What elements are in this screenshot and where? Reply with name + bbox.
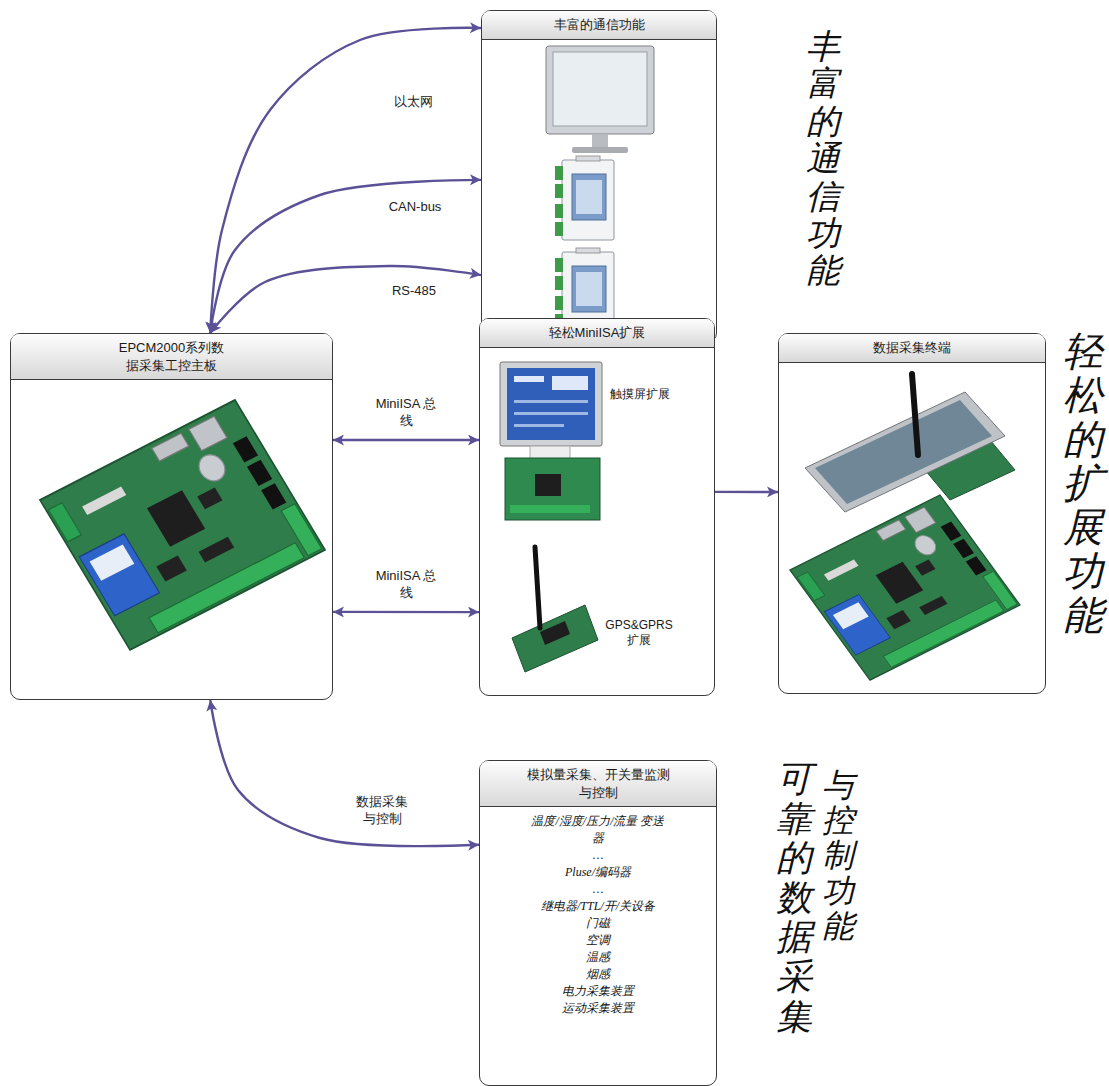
terminal-picture: [912, 374, 918, 455]
connector-arrow: [210, 700, 479, 846]
edge-label: 以太网: [385, 94, 441, 111]
touchscreen-picture: [514, 412, 588, 415]
touchscreen-picture: [514, 400, 588, 403]
monitor-icon: [546, 46, 654, 153]
part-label: 触摸屏扩展: [610, 386, 680, 403]
panel-title: EPCM2000系列数据采集工控主板: [116, 339, 228, 374]
list-item: 运动采集装置: [528, 1000, 668, 1017]
list-item: 温度/湿度/压力/流量 变送器: [528, 813, 668, 847]
din-module-icon: [555, 156, 614, 240]
edge-label: 数据采集 与控制: [350, 794, 414, 828]
panel-title: 轻松MiniISA扩展: [497, 324, 697, 342]
terminal-picture: [790, 495, 1020, 680]
panel-header: EPCM2000系列数据采集工控主板: [11, 334, 332, 380]
touchscreen-picture: [535, 474, 561, 496]
panel-body: [11, 380, 332, 386]
panel-title: 数据采集终端: [802, 339, 1022, 357]
part-label: GPS&GPRS 扩展: [602, 618, 676, 649]
panel-header: 模拟量采集、开关量监测与控制: [480, 761, 716, 807]
list-item: 空调: [528, 932, 668, 949]
list-item: 电力采集装置: [528, 983, 668, 1000]
list-item: Pluse/编码器: [528, 864, 668, 881]
connector-arrow: [333, 439, 479, 441]
panel-header: 丰富的通信功能: [482, 11, 716, 40]
touchscreen-picture: [552, 376, 588, 390]
edge-label: CAN-bus: [382, 199, 448, 216]
list-item: …: [528, 847, 668, 864]
panel-header: 数据采集终端: [779, 334, 1045, 363]
monitor-icon: [546, 46, 654, 134]
panel-body: [779, 363, 1045, 369]
gps-gprs-board-picture: [512, 547, 598, 672]
list-item: …: [528, 881, 668, 898]
vertical-caption: 轻松的扩展功能: [1063, 330, 1103, 638]
terminal-picture: [805, 392, 1005, 512]
touchscreen-picture: [510, 505, 590, 513]
connector-arrow: [210, 180, 481, 333]
connector-arrow: [210, 28, 481, 333]
monitor-icon: [572, 147, 628, 153]
panel-title: 丰富的通信功能: [499, 16, 699, 34]
vertical-caption: 与控制功能: [822, 768, 854, 944]
edge-label: MiniISA 总线: [374, 396, 438, 430]
connector-arrow: [715, 491, 778, 494]
terminal-picture: [815, 400, 992, 504]
panel-box: 数据采集终端: [778, 333, 1046, 694]
touchscreen-picture: [505, 458, 600, 520]
gps-gprs-board-picture: [540, 621, 570, 645]
vertical-caption: 可靠的数据采集: [776, 760, 812, 1037]
monitor-icon: [553, 52, 647, 126]
edge-label: MiniISA 总线: [374, 568, 438, 602]
panel-box: EPCM2000系列数据采集工控主板: [10, 333, 333, 700]
panel-box: 模拟量采集、开关量监测与控制温度/湿度/压力/流量 变送器…Pluse/编码器……: [479, 760, 717, 1086]
panel-body: 温度/湿度/压力/流量 变送器…Pluse/编码器…继电器/TTL/开/关设备门…: [480, 807, 716, 1017]
list-item: 继电器/TTL/开/关设备: [528, 898, 668, 915]
monitor-icon: [592, 134, 608, 148]
list-item: 温感: [528, 949, 668, 966]
panel-box: 轻松MiniISA扩展: [479, 318, 715, 696]
edge-label: RS-485: [384, 283, 444, 300]
panel-body: [480, 348, 714, 354]
terminal-picture: [790, 374, 1020, 680]
touchscreen-picture: [514, 376, 544, 382]
vertical-caption: 丰富的通信功能: [806, 28, 840, 290]
connector-arrow: [333, 611, 479, 614]
list-item: 门磁: [528, 915, 668, 932]
gps-gprs-board-picture: [512, 605, 598, 672]
touchscreen-picture: [507, 368, 595, 440]
panel-title: 模拟量采集、开关量监测与控制: [521, 766, 676, 801]
gps-gprs-board-picture: [535, 547, 540, 628]
mainboard-picture: [40, 400, 325, 650]
panel-header: 轻松MiniISA扩展: [480, 319, 714, 348]
list-item: 烟感: [528, 966, 668, 983]
panel-box: 丰富的通信功能: [481, 10, 717, 343]
touchscreen-picture: [500, 362, 602, 446]
connector-arrow: [210, 266, 481, 333]
touchscreen-picture: [514, 424, 564, 427]
panel-body: [482, 40, 716, 46]
touchscreen-picture: [500, 362, 602, 520]
